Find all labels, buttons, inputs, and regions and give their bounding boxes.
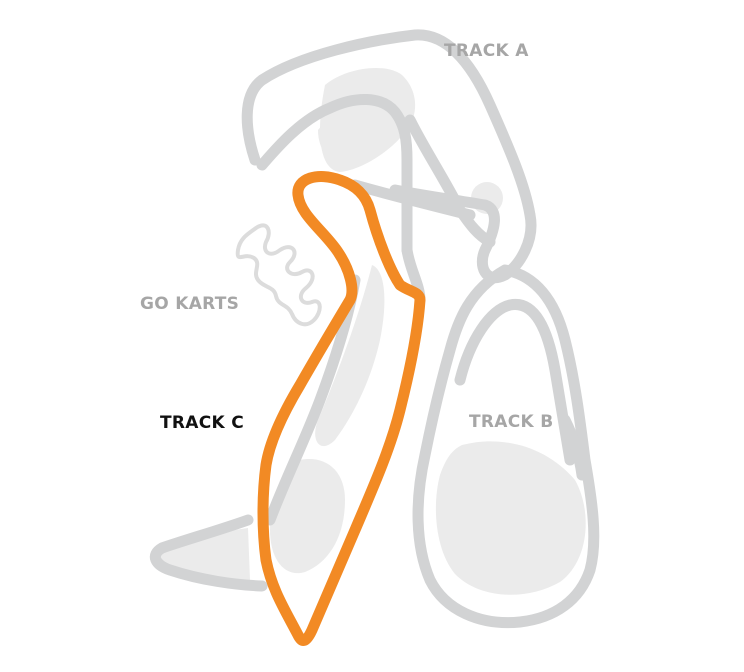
track-c-wing-path [149, 514, 268, 592]
infield-area-hairpin [270, 459, 345, 574]
track-b-outline [412, 264, 600, 629]
track-a-inner-path [256, 93, 413, 256]
infield-area-wing [157, 528, 250, 581]
go-karts-label: GO KARTS [140, 294, 239, 314]
track-b-path [412, 264, 600, 629]
track-a-diagonal [404, 114, 496, 248]
infield-area-bowl [435, 441, 586, 595]
track-b-label: TRACK B [469, 412, 553, 432]
track-a-label: TRACK A [444, 41, 529, 61]
infield-areas [157, 67, 586, 595]
track-a-cross [349, 179, 476, 221]
track-c-label: TRACK C [160, 413, 244, 433]
infield-area-strip [315, 265, 385, 447]
go-karts-path [235, 223, 322, 327]
track-b-inner-path [454, 299, 576, 466]
track-a-outline [241, 29, 537, 283]
infield-area-upper-left [318, 114, 383, 168]
track-c-highlight [257, 171, 426, 646]
go-karts-outline [235, 223, 322, 327]
track-b-side-path [559, 414, 588, 481]
track-c-inner-shadow [264, 274, 361, 526]
track-a-path [241, 29, 537, 283]
